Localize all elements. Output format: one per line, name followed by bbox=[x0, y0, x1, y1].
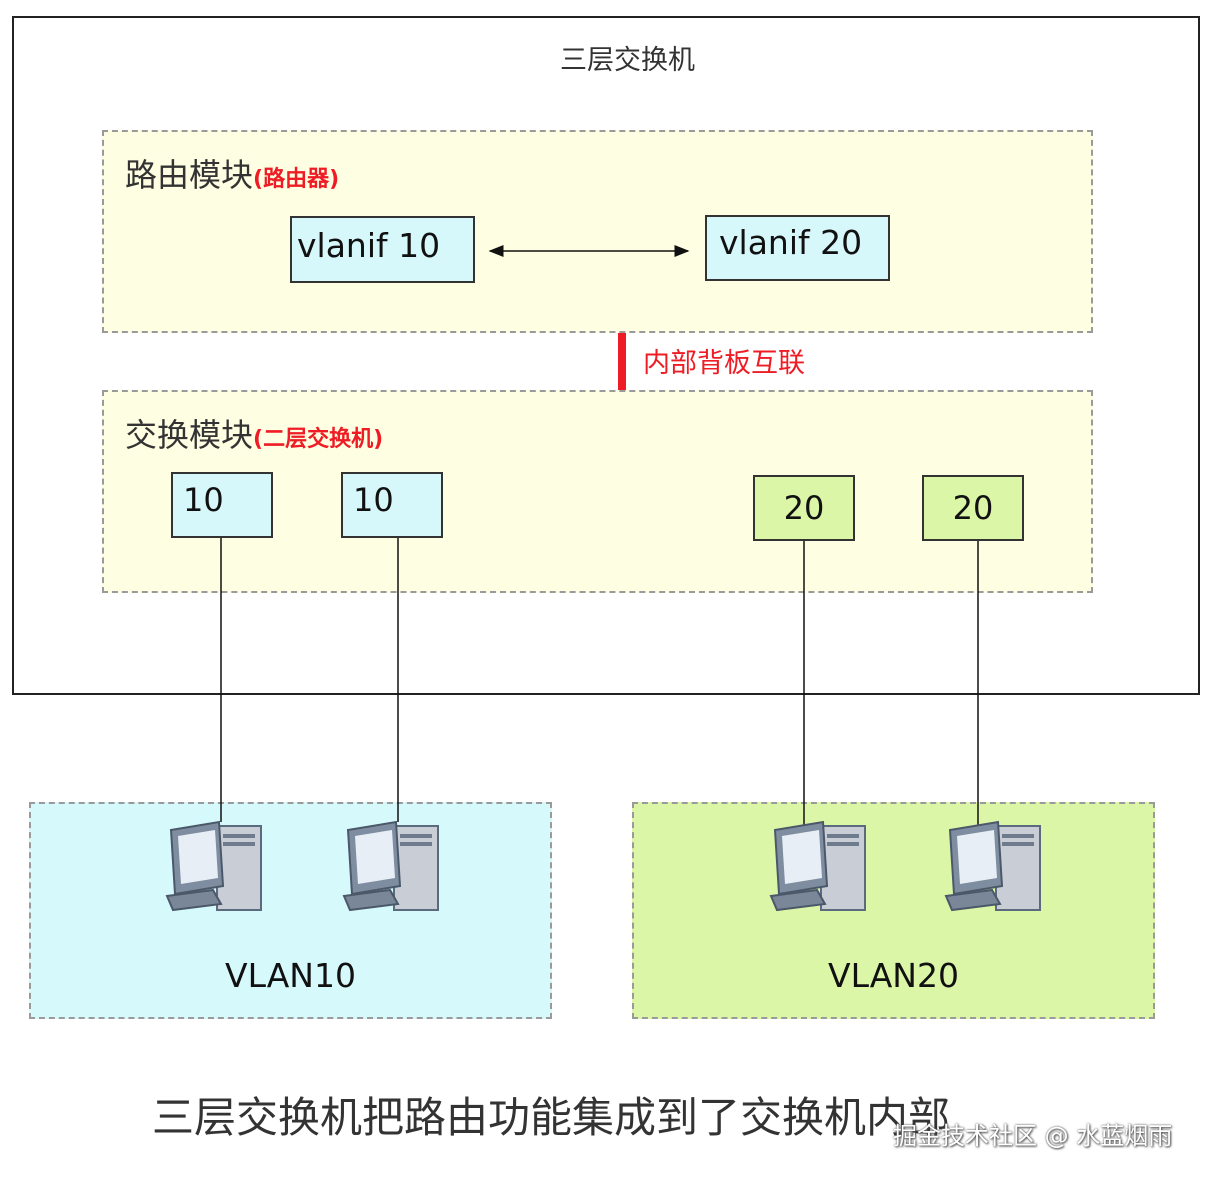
router-module-title: 路由模块 bbox=[125, 156, 254, 194]
vlan20-label: VLAN20 bbox=[828, 956, 959, 995]
switch-module-title: 交换模块 bbox=[125, 416, 254, 454]
switch-port-vlan20: 20 bbox=[753, 475, 855, 541]
computer-icon bbox=[342, 820, 439, 912]
backplane-link bbox=[618, 333, 626, 390]
watermark: 掘金技术社区 @ 水蓝烟雨 bbox=[893, 1122, 1173, 1150]
diagram-caption: 三层交换机把路由功能集成到了交换机内部 bbox=[152, 1093, 951, 1142]
switch-title: 三层交换机 bbox=[560, 45, 695, 76]
router-module-sublabel: (路由器) bbox=[253, 167, 340, 192]
switch-port-vlan10: 10 bbox=[341, 472, 443, 538]
backplane-label: 内部背板互联 bbox=[643, 348, 805, 379]
switch-module-sublabel: (二层交换机) bbox=[253, 427, 384, 452]
vlanif-10-interface: vlanif 10 bbox=[290, 216, 475, 283]
router-module bbox=[102, 130, 1093, 333]
computer-icon bbox=[165, 820, 262, 912]
vlan10-label: VLAN10 bbox=[225, 956, 356, 995]
switch-module-label: 交换模块(二层交换机) bbox=[125, 410, 383, 456]
computer-icon bbox=[944, 820, 1041, 912]
switch-port-vlan20: 20 bbox=[922, 475, 1024, 541]
vlan10-zone bbox=[29, 802, 552, 1019]
switch-port-vlan10: 10 bbox=[171, 472, 273, 538]
vlanif-20-interface: vlanif 20 bbox=[705, 215, 890, 281]
computer-icon bbox=[769, 820, 866, 912]
vlan20-zone bbox=[632, 802, 1155, 1019]
router-module-label: 路由模块(路由器) bbox=[125, 150, 339, 196]
